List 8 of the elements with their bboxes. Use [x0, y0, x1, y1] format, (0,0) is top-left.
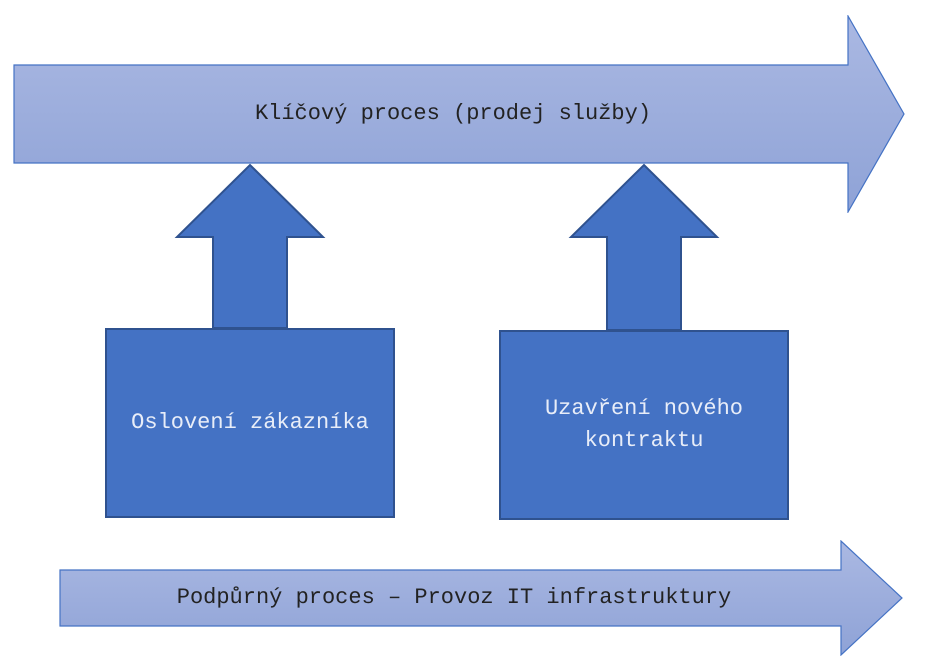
block-arrow [568, 164, 720, 331]
box-label: Oslovení zákazníka [130, 409, 370, 437]
process-label: Klíčový proces (prodej služby) [254, 100, 652, 128]
process-label: Podpůrný proces – Provoz IT infrastruktury [176, 584, 732, 612]
block-arrow [174, 164, 326, 329]
box-label: Uzavření nového kontraktu [544, 395, 744, 455]
process-box [105, 328, 395, 518]
process-box [499, 330, 789, 520]
